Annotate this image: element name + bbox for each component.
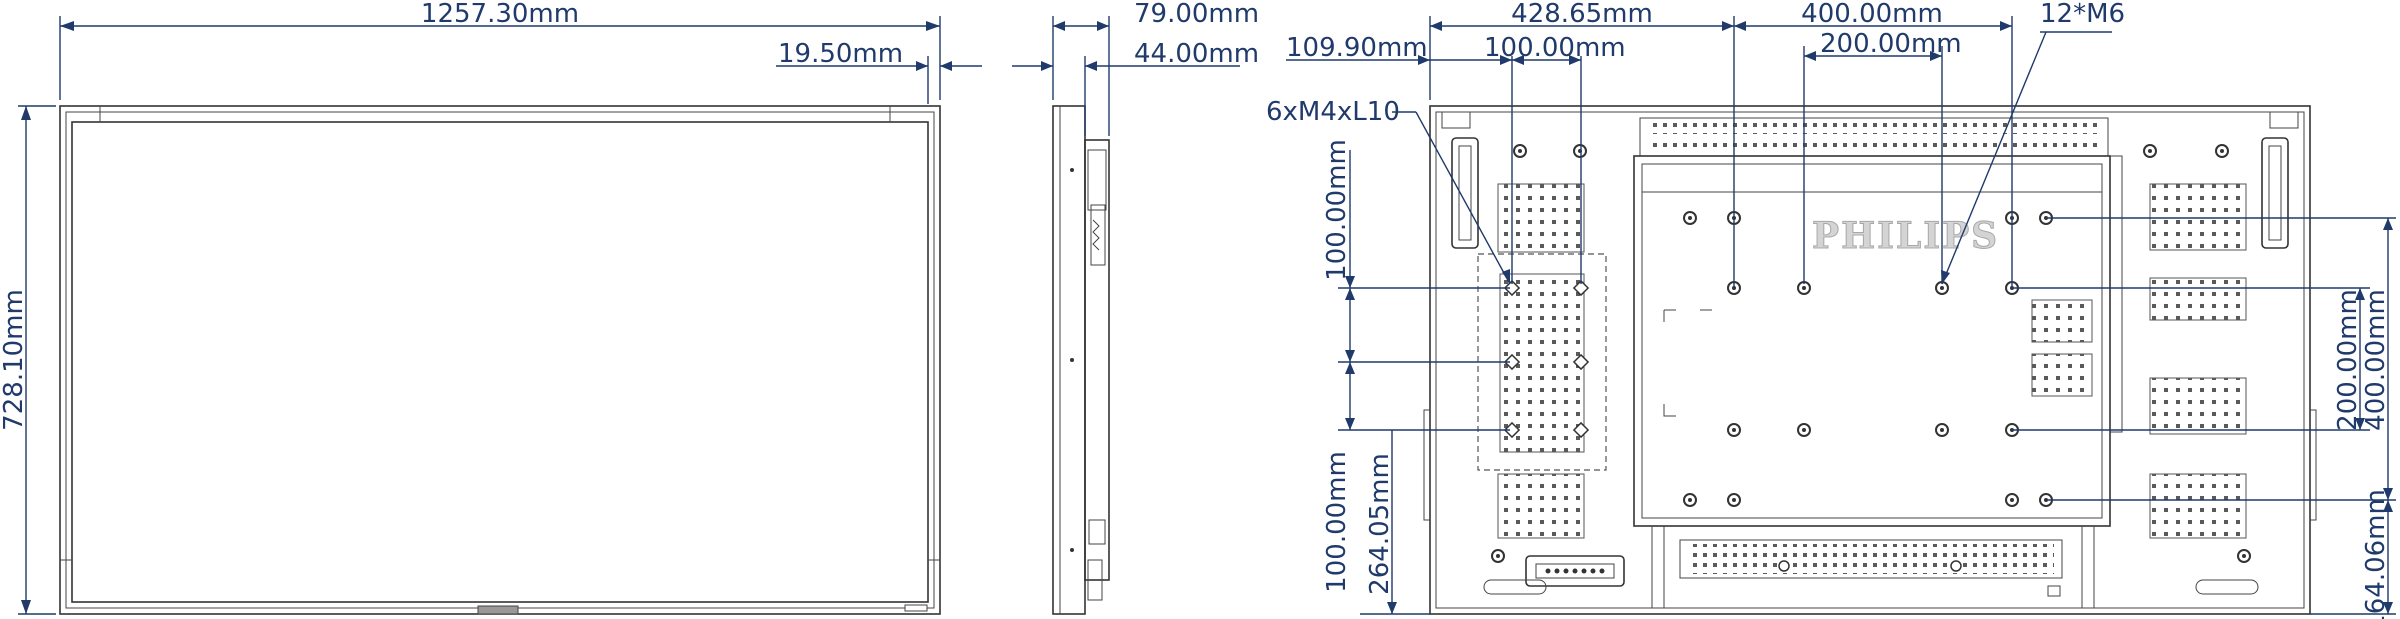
bottom-offset-label: 264.05mm <box>1365 453 1395 595</box>
handle-right <box>2261 137 2289 249</box>
small-pitch-v-top-label: 100.00mm <box>1322 139 1352 281</box>
handle-left <box>1451 137 1479 249</box>
rear-view: PHILIPS <box>1266 0 2396 619</box>
vesa-h-inner-label: 200.00mm <box>1820 29 1962 59</box>
front-sensor <box>904 604 928 612</box>
small-pitch-h-label: 100.00mm <box>1484 33 1626 63</box>
side-view: 79.00mm 44.00mm <box>1012 0 1259 615</box>
side-depth-label: 79.00mm <box>1134 0 1259 29</box>
front-screen <box>71 121 929 603</box>
side-rear-housing <box>1084 139 1110 581</box>
bottom-right-offset-label: 164.06mm <box>2361 489 2391 619</box>
front-height-label: 728.10mm <box>0 289 29 431</box>
brand-logo: PHILIPS <box>1812 215 1999 257</box>
side-screw-label: 6xM4xL10 <box>1266 97 1400 127</box>
m4-screw-holes <box>1503 279 1590 439</box>
io-port-panel <box>1525 555 1625 587</box>
mount-screw-label: 12*M6 <box>2040 0 2125 29</box>
vesa-h-outer-label: 400.00mm <box>1801 0 1943 29</box>
front-view: 1257.30mm 19.50mm 728.10mm <box>0 0 982 615</box>
side-thin-depth-label: 44.00mm <box>1134 39 1259 69</box>
vesa-v-outer-label: 400.00mm <box>2361 289 2391 431</box>
front-bezel-label: 19.50mm <box>778 39 903 69</box>
front-logo-plate <box>477 605 519 615</box>
vesa-v-inner-label: 200.00mm <box>2333 289 2363 431</box>
rear-panel-outer <box>1429 105 2311 615</box>
rear-center-plate <box>1633 155 2111 527</box>
small-pitch-v-bottom-label: 100.00mm <box>1322 451 1352 593</box>
side-panel <box>1052 105 1086 615</box>
front-width-label: 1257.30mm <box>421 0 579 29</box>
offset-a-label: 428.65mm <box>1511 0 1653 29</box>
offset-b-label: 109.90mm <box>1286 33 1428 63</box>
front-bezel-outer <box>59 105 941 615</box>
